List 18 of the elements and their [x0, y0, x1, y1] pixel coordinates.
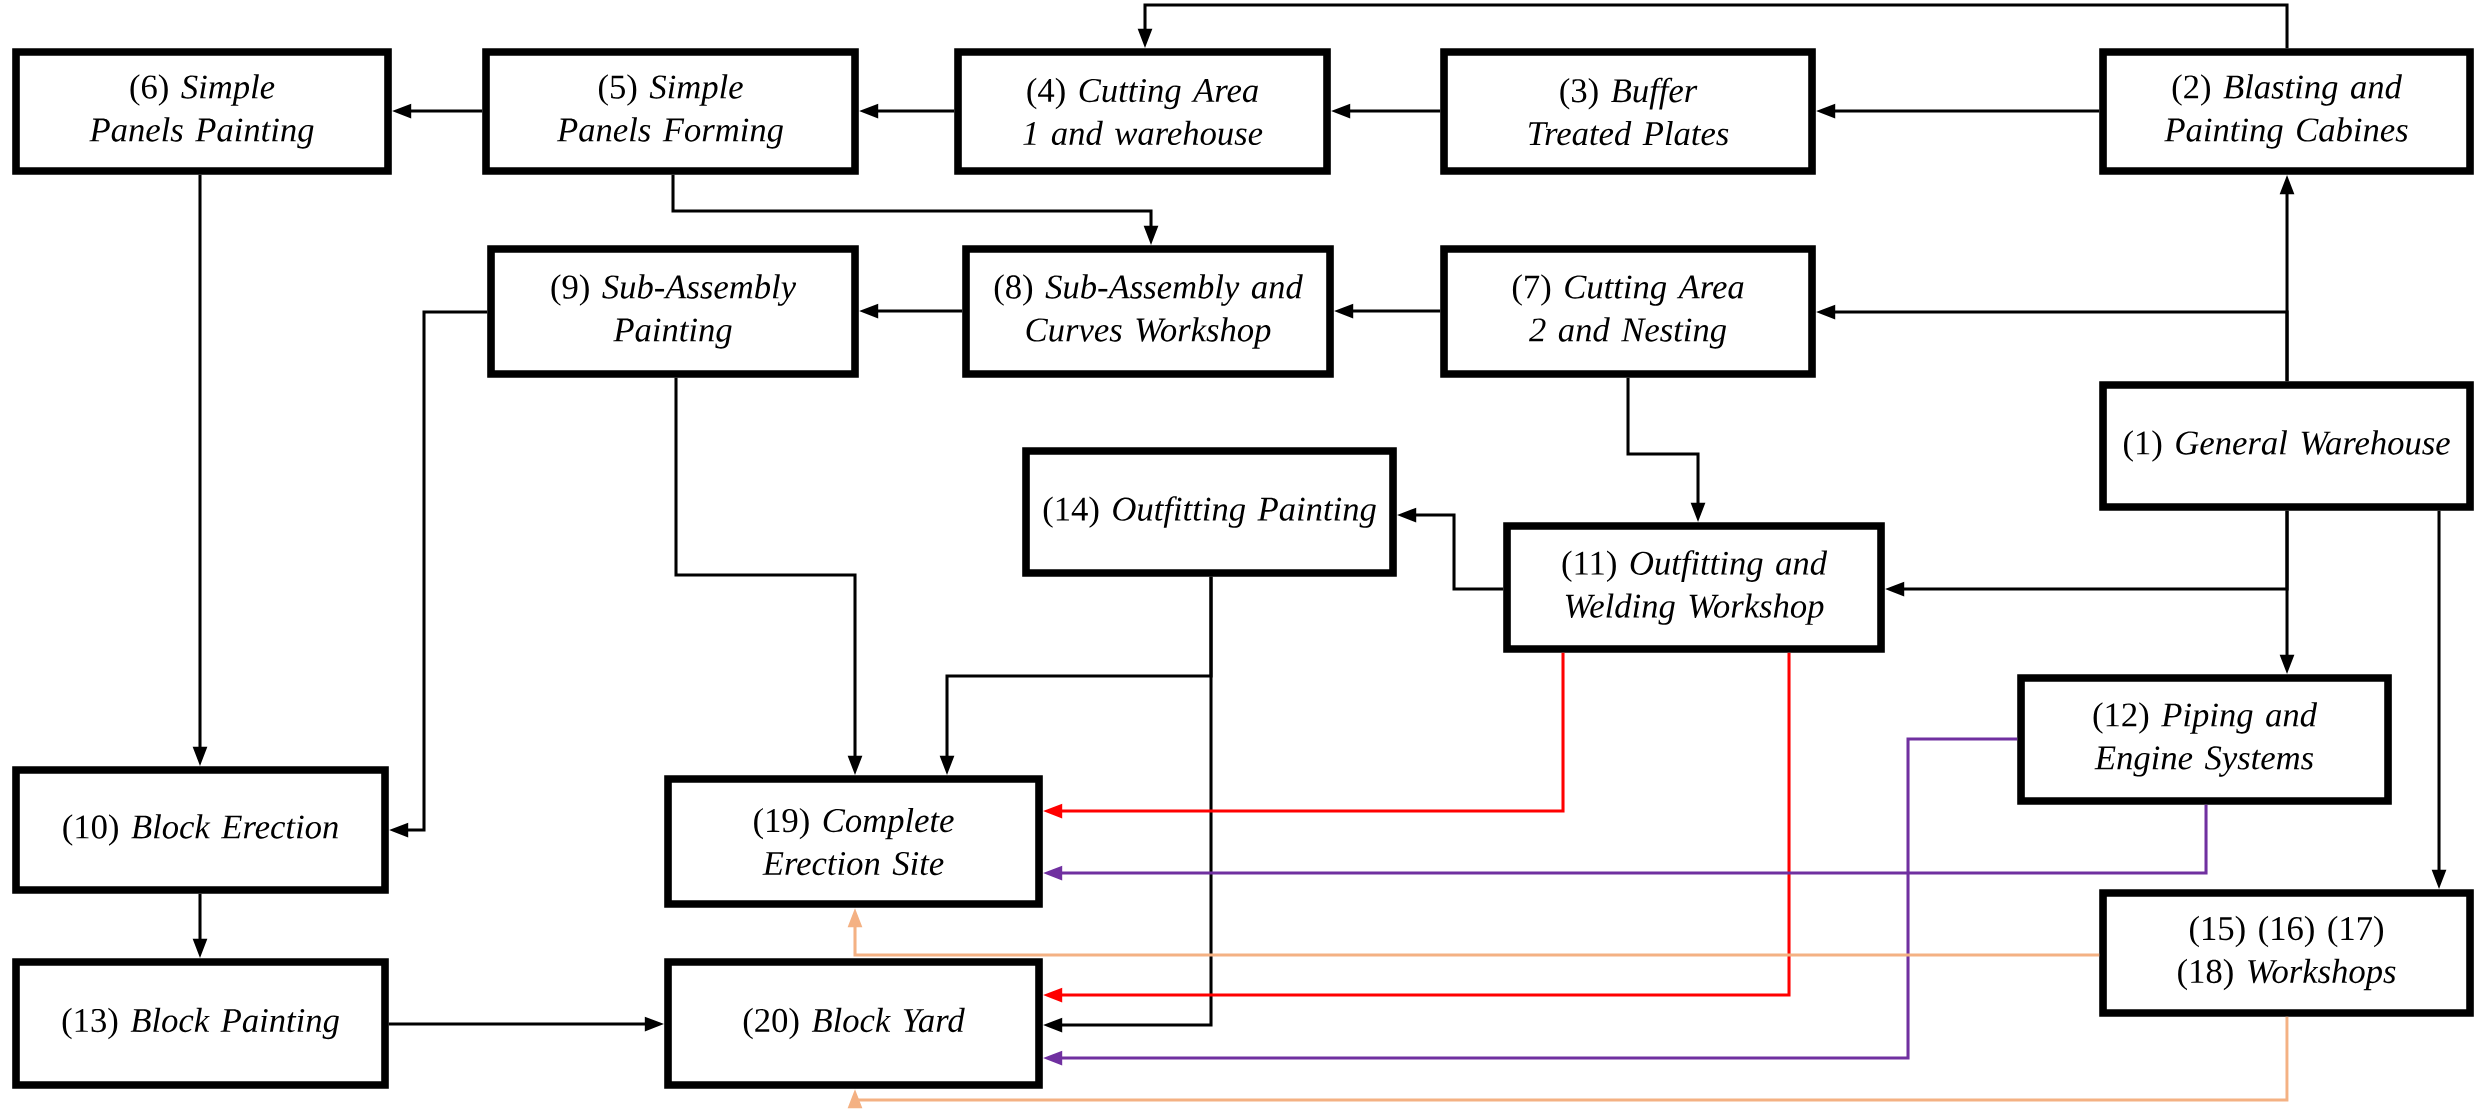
- process-box: (2) Blasting and Painting Cabines: [2099, 48, 2474, 175]
- process-box: (9) Sub-Assembly Painting: [487, 245, 859, 378]
- process-box: (11) Outfitting and Welding Workshop: [1503, 522, 1885, 653]
- process-box: (8) Sub-Assembly and Curves Workshop: [962, 245, 1334, 378]
- process-box: (20) Block Yard: [664, 958, 1043, 1089]
- process-box: (4) Cutting Area 1 and warehouse: [954, 48, 1331, 175]
- process-box: (6) Simple Panels Painting: [12, 48, 392, 175]
- process-box: (13) Block Painting: [12, 958, 389, 1089]
- process-box: (19) Complete Erection Site: [664, 775, 1043, 908]
- process-box: (12) Piping and Engine Systems: [2017, 674, 2392, 805]
- process-box: (1) General Warehouse: [2099, 381, 2474, 511]
- arrow: [847, 1016, 2289, 1109]
- process-box: (3) Buffer Treated Plates: [1440, 48, 1816, 175]
- process-box: (7) Cutting Area 2 and Nesting: [1440, 245, 1816, 378]
- process-box: (15) (16) (17) (18) Workshops: [2099, 889, 2474, 1017]
- process-box: (10) Block Erection: [12, 766, 389, 894]
- process-box: (5) Simple Panels Forming: [482, 48, 859, 175]
- process-box: (14) Outfitting Painting: [1022, 447, 1397, 577]
